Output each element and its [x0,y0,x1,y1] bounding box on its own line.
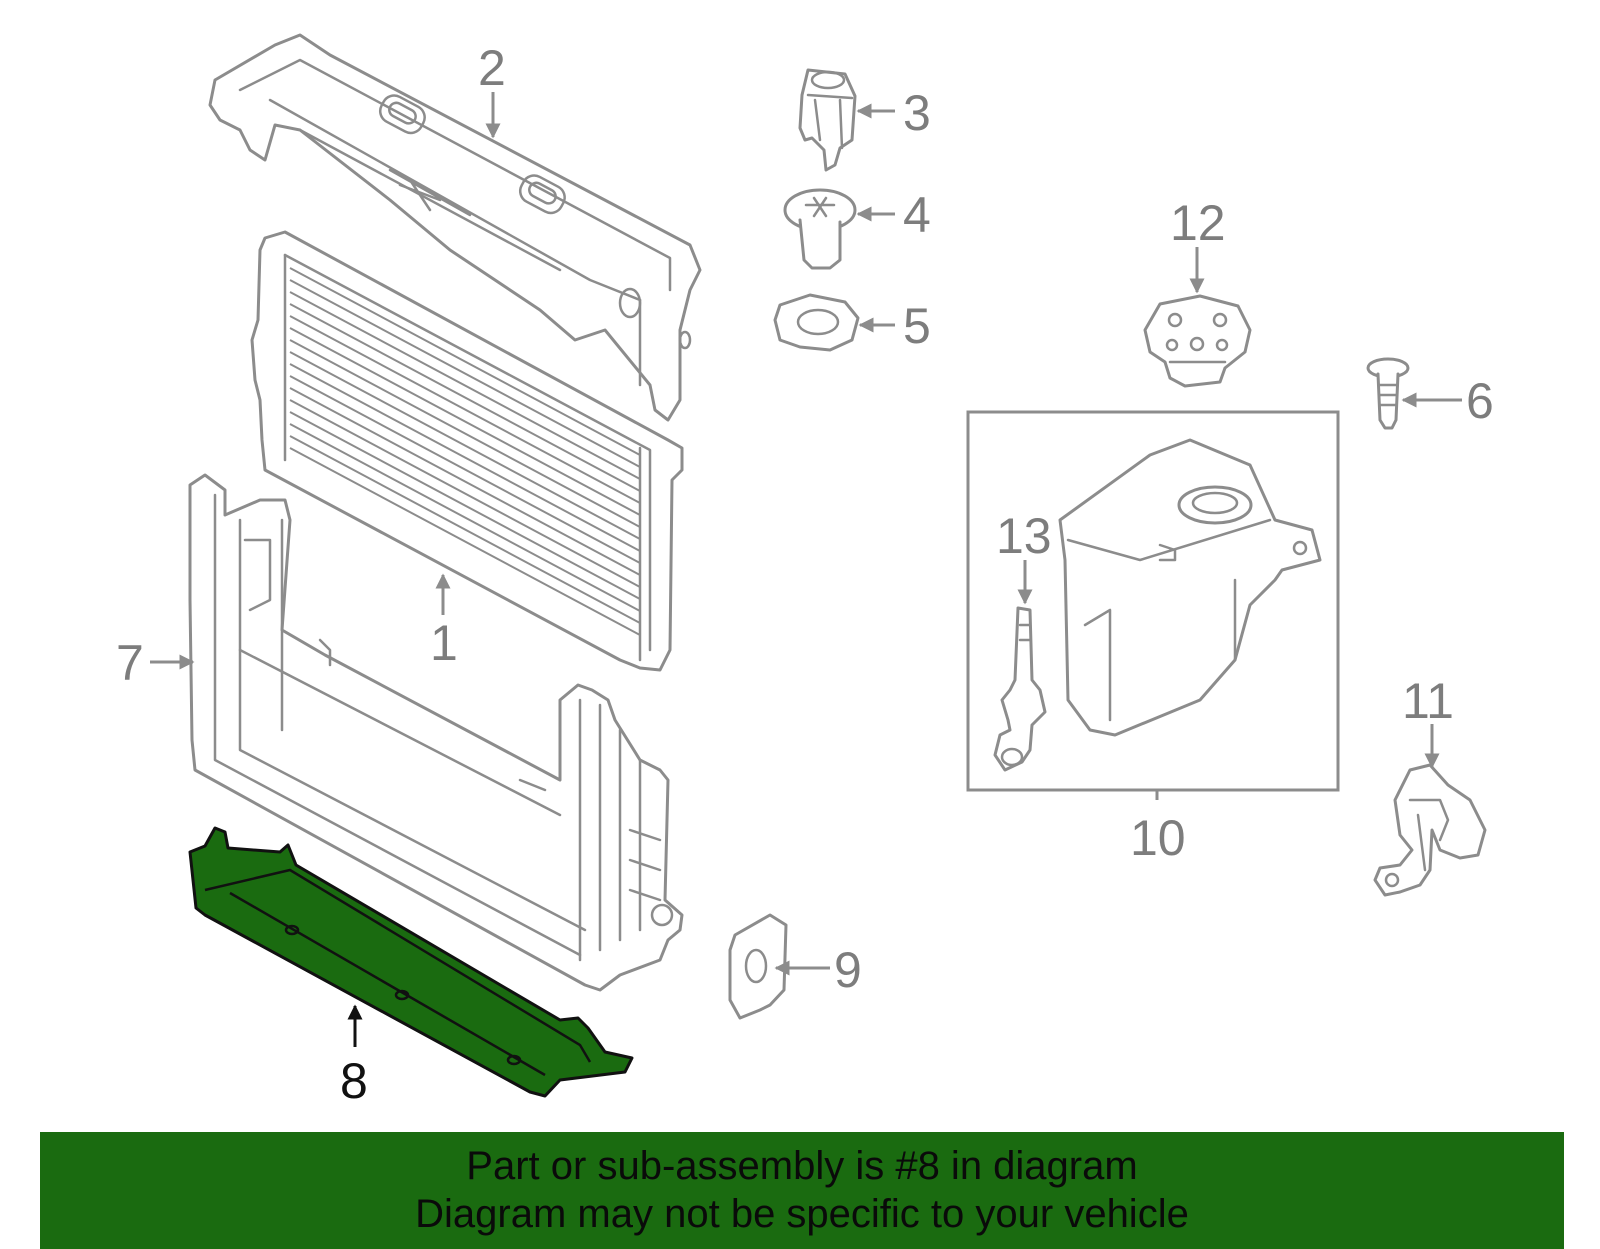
callout-11: 11 [1402,673,1454,729]
callout-5: 5 [903,298,931,354]
callout-9: 9 [834,942,862,998]
banner-line-1: Part or sub-assembly is #8 in diagram [466,1144,1138,1188]
callout-1: 1 [430,615,458,671]
air-deflector-highlighted [188,826,634,1098]
part-info-banner: Part or sub-assembly is #8 in diagram Di… [40,1132,1564,1249]
assembly-box-part-10 [966,410,1340,792]
callout-6: 6 [1466,373,1494,429]
callout-4: 4 [903,187,931,243]
callout-10: 10 [1130,810,1186,866]
clip-part-3 [798,68,857,172]
grommet-part-4 [783,188,857,270]
callout-13: 13 [996,508,1052,564]
hose-bracket-part-11 [1373,763,1487,897]
radiator-fins [289,267,641,636]
banner-line-2: Diagram may not be specific to your vehi… [415,1192,1189,1236]
callout-2: 2 [478,40,506,96]
callout-7: 7 [116,635,144,691]
mount-pad-part-5 [773,293,860,352]
level-sensor-part-13 [993,606,1047,772]
callout-8: 8 [340,1053,368,1109]
callout-labels: 1 2 3 4 5 6 7 8 9 10 11 12 13 [116,40,1494,1109]
expansion-tank-cap [1143,294,1252,388]
radiator [250,230,684,672]
expansion-tank [1058,438,1322,737]
callout-12: 12 [1170,195,1226,251]
leader-lines [150,92,1462,1047]
bracket-part-9 [728,913,788,1020]
screw-part-6 [1366,357,1410,430]
shroud-frame [188,473,684,992]
callout-3: 3 [903,85,931,141]
upper-support-bracket [208,33,702,422]
